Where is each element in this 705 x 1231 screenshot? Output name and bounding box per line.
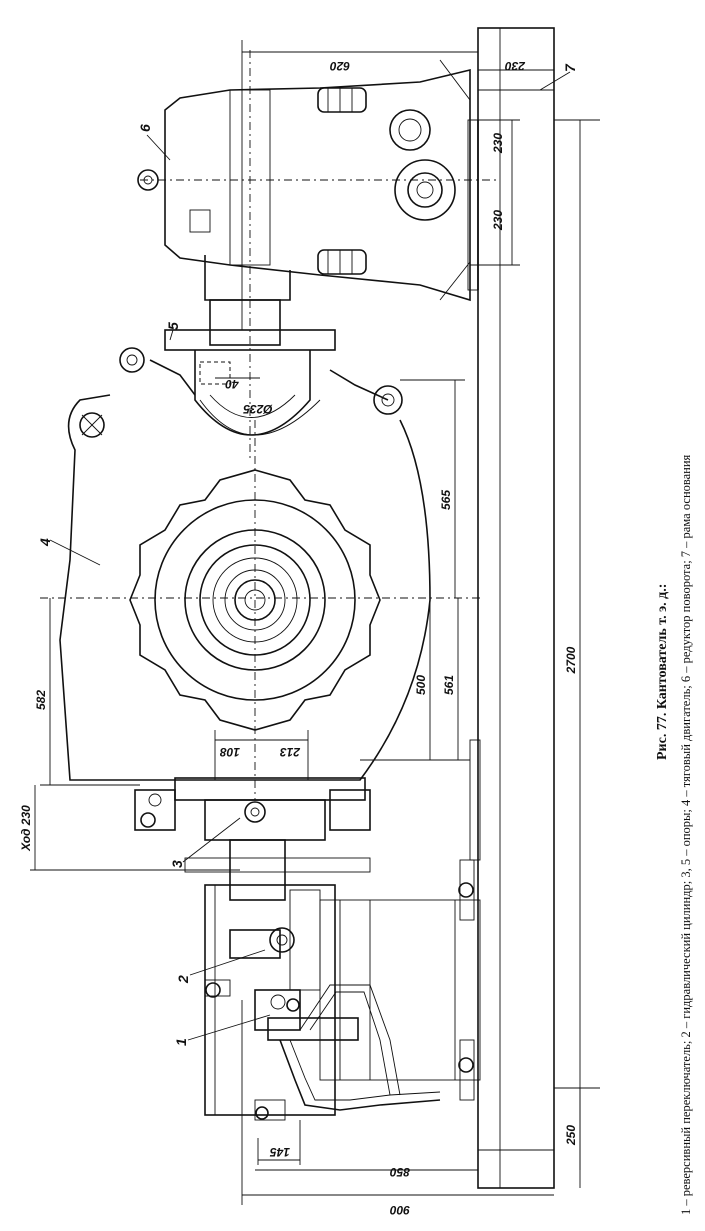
dim-108: 108 — [220, 745, 240, 759]
dim-hod-230: Ход 230 — [19, 805, 33, 852]
hydraulic-cylinder — [204, 859, 481, 1116]
callout-6: 6 — [137, 124, 153, 132]
dim-145: 145 — [270, 1145, 290, 1159]
callout-4: 4 — [37, 538, 53, 547]
dim-2700: 2700 — [564, 646, 578, 674]
traction-motor — [40, 394, 480, 800]
callout-7: 7 — [562, 63, 578, 72]
dim-900: 900 — [390, 1203, 410, 1217]
callout-5: 5 — [165, 322, 181, 330]
callout-3: 3 — [169, 860, 185, 868]
caption-title: Рис. 77. Кантователь т. э. д.: — [655, 584, 670, 760]
base-frame — [467, 27, 555, 1189]
dim-850: 850 — [390, 1165, 410, 1179]
dim-213: 213 — [280, 745, 301, 759]
reversing-switch — [204, 979, 441, 1121]
leader-lines — [49, 71, 571, 1041]
rotation-gearbox — [137, 50, 500, 302]
dim-565: 565 — [439, 490, 453, 510]
caption-legend: 1 – реверсивный переключатель; 2 – гидра… — [679, 454, 693, 1215]
support-5 — [119, 299, 403, 460]
support-3 — [134, 777, 371, 901]
dim-230-upper: 230 — [491, 133, 505, 154]
dim-500: 500 — [414, 675, 428, 695]
dim-561: 561 — [442, 675, 456, 695]
dim-250: 250 — [564, 1125, 578, 1146]
dim-40: 40 — [225, 377, 240, 391]
dimension-lines — [30, 40, 600, 1205]
callout-2: 2 — [175, 975, 191, 984]
dim-620: 620 — [330, 59, 350, 73]
dim-235: Ø235 — [243, 402, 273, 416]
dim-230-lower: 230 — [491, 210, 505, 231]
dim-230-frame: 230 — [505, 59, 526, 73]
callout-1: 1 — [173, 1038, 189, 1046]
dim-582: 582 — [34, 690, 48, 710]
